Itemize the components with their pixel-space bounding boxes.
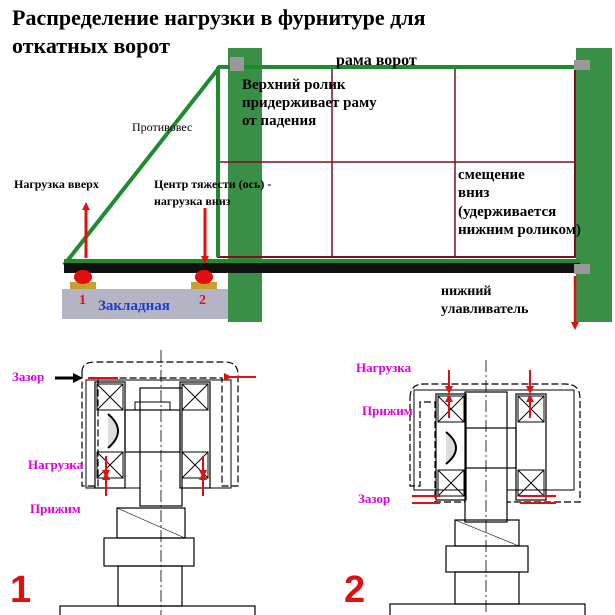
title-line-2: откатных ворот	[12, 33, 170, 58]
load-up-label: Нагрузка вверх	[14, 177, 99, 191]
offset-note: смещение вниз (удерживается нижним ролик…	[458, 167, 581, 238]
lower-catcher-block	[574, 264, 590, 274]
detail-1-arrows	[55, 373, 256, 496]
lower-catcher-block-top	[574, 60, 590, 70]
detail-2-number: 2	[344, 569, 366, 611]
detail-1-drawing	[59, 350, 256, 615]
detail-1-press-label: Прижим	[30, 501, 81, 516]
detail-2-gap-label: Зазор	[358, 491, 391, 506]
detail-2-load-label: Нагрузка	[356, 360, 412, 375]
roller-2-carriage	[191, 270, 217, 289]
counterweight-label: Противовес	[132, 120, 193, 134]
upper-roller-block	[230, 57, 244, 71]
detail-1-load-label: Нагрузка	[28, 457, 84, 472]
counterweight-strut	[62, 67, 220, 267]
title-line-1: Распределение нагрузки в фурнитуре для	[12, 5, 426, 30]
bottom-rail	[64, 262, 580, 273]
detail-1-gap-label: Зазор	[12, 369, 45, 384]
embedded-label: Закладная	[98, 298, 170, 314]
detail-2-drawing	[389, 360, 586, 615]
roller-2-number: 2	[199, 293, 206, 308]
roller-1-number: 1	[79, 293, 86, 308]
center-gravity-label: Центр тяжести (ось) - нагрузка вниз	[154, 177, 272, 208]
lower-catcher-label: нижний улавливатель	[441, 284, 529, 318]
right-post	[576, 48, 612, 322]
detail-2-arrows	[412, 370, 556, 504]
frame-label: рама ворот	[336, 52, 417, 69]
detail-1-number: 1	[10, 569, 32, 611]
gate-frame	[216, 65, 576, 258]
upper-roller-note: Верхний ролик придерживает раму от паден…	[242, 77, 377, 129]
embedded-plate	[62, 289, 228, 319]
left-post	[228, 48, 262, 322]
detail-2-press-label: Прижим	[362, 403, 413, 418]
roller-1-carriage	[70, 270, 96, 289]
